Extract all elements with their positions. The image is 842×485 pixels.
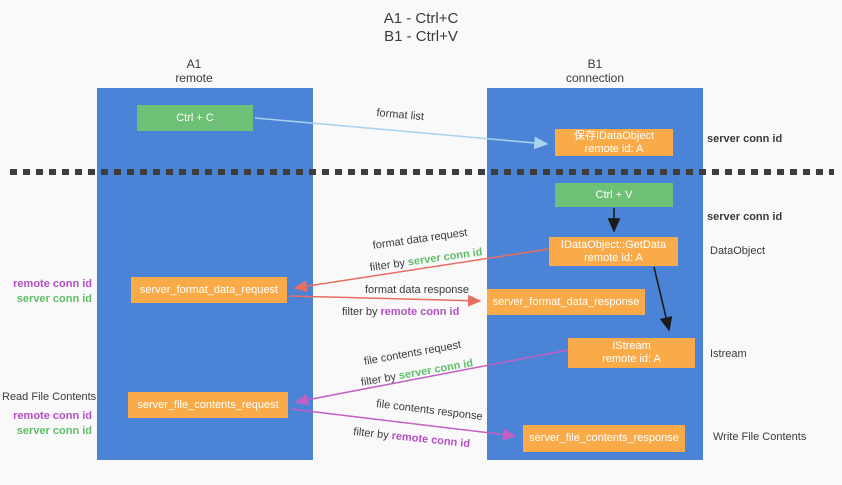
filter-by-word: filter by bbox=[369, 257, 406, 274]
column-header-a1: A1 remote bbox=[86, 57, 302, 85]
box-server-file-contents-response-label: server_file_contents_response bbox=[529, 432, 679, 444]
label-dataobject: DataObject bbox=[710, 245, 766, 257]
label-read-file-contents: Read File Contents bbox=[2, 391, 97, 403]
label-file-contents-response: file contents response bbox=[376, 398, 484, 423]
label-server-conn-id-1: server conn id bbox=[16, 293, 92, 305]
box-idataobject-getdata-line2: remote id: A bbox=[584, 251, 643, 264]
label-format-data-request: format data request bbox=[372, 227, 468, 252]
label-remote-conn-id-2: remote conn id bbox=[13, 410, 92, 422]
column-b1-name: B1 bbox=[587, 57, 603, 71]
box-server-format-data-response: server_format_data_response bbox=[487, 289, 645, 315]
label-format-list: format list bbox=[376, 107, 425, 123]
box-server-format-data-request-label: server_format_data_request bbox=[139, 283, 279, 296]
label-remote-conn-id-1: remote conn id bbox=[13, 278, 92, 290]
remote-conn-id-word: remote conn id bbox=[380, 306, 460, 318]
filter-by-word: filter by bbox=[352, 426, 390, 442]
box-save-idataobject-line1: 保存IDataObject bbox=[573, 129, 655, 142]
title-line-2: B1 - Ctrl+V bbox=[384, 28, 458, 45]
box-save-idataobject-line2: remote id: A bbox=[584, 142, 644, 155]
label-format-data-request-text: format data request bbox=[372, 226, 469, 252]
box-save-idataobject: 保存IDataObject remote id: A bbox=[555, 129, 673, 156]
box-server-format-data-response-label: server_format_data_response bbox=[492, 295, 640, 308]
box-server-file-contents-request: server_file_contents_request bbox=[128, 392, 288, 418]
diagram-title: A1 - Ctrl+C B1 - Ctrl+V bbox=[0, 10, 842, 46]
label-format-list-text: format list bbox=[375, 107, 425, 124]
label-file-contents-response-text: file contents response bbox=[375, 398, 484, 423]
box-ctrl-c: Ctrl + C bbox=[137, 105, 253, 131]
column-b1-subtitle: connection bbox=[565, 71, 625, 85]
label-filter-by-server-conn-id-1: filter byserver conn id bbox=[369, 246, 483, 274]
title-line-1: A1 - Ctrl+C bbox=[383, 10, 459, 27]
box-server-format-data-request: server_format_data_request bbox=[131, 277, 287, 303]
box-idataobject-getdata-line1: IDataObject::GetData bbox=[560, 238, 667, 251]
label-server-conn-id-mid: server conn id bbox=[707, 211, 783, 223]
column-a1-subtitle: remote bbox=[175, 71, 213, 85]
label-server-conn-id-top: server conn id bbox=[707, 133, 783, 145]
box-server-file-contents-response: server_file_contents_response bbox=[523, 425, 685, 452]
dotted-separator-line bbox=[10, 169, 834, 175]
box-istream: IStream remote id: A bbox=[568, 338, 695, 368]
box-istream-line1: IStream bbox=[612, 340, 651, 352]
column-header-b1: B1 connection bbox=[487, 57, 703, 85]
label-write-file-contents: Write File Contents bbox=[713, 431, 807, 443]
label-format-data-response-text: format data response bbox=[365, 284, 469, 296]
filter-by-word: filter by bbox=[360, 370, 398, 389]
server-conn-id-word: server conn id bbox=[397, 357, 475, 383]
column-a1-name: A1 bbox=[186, 57, 202, 71]
arrow-format-data-response bbox=[288, 294, 482, 307]
box-idataobject-getdata: IDataObject::GetData remote id: A bbox=[549, 237, 678, 266]
box-server-file-contents-request-label: server_file_contents_request bbox=[137, 398, 279, 411]
label-format-data-response: format data response bbox=[365, 284, 469, 296]
box-ctrl-c-label: Ctrl + C bbox=[176, 111, 214, 124]
label-istream: Istream bbox=[710, 348, 747, 360]
filter-by-word: filter by bbox=[342, 306, 378, 318]
box-ctrl-v: Ctrl + V bbox=[555, 183, 673, 207]
box-istream-line2: remote id: A bbox=[602, 353, 661, 365]
remote-conn-id-word: remote conn id bbox=[391, 430, 471, 451]
label-server-conn-id-2: server conn id bbox=[16, 425, 92, 437]
server-conn-id-word: server conn id bbox=[407, 246, 484, 269]
box-ctrl-v-label: Ctrl + V bbox=[595, 188, 633, 201]
